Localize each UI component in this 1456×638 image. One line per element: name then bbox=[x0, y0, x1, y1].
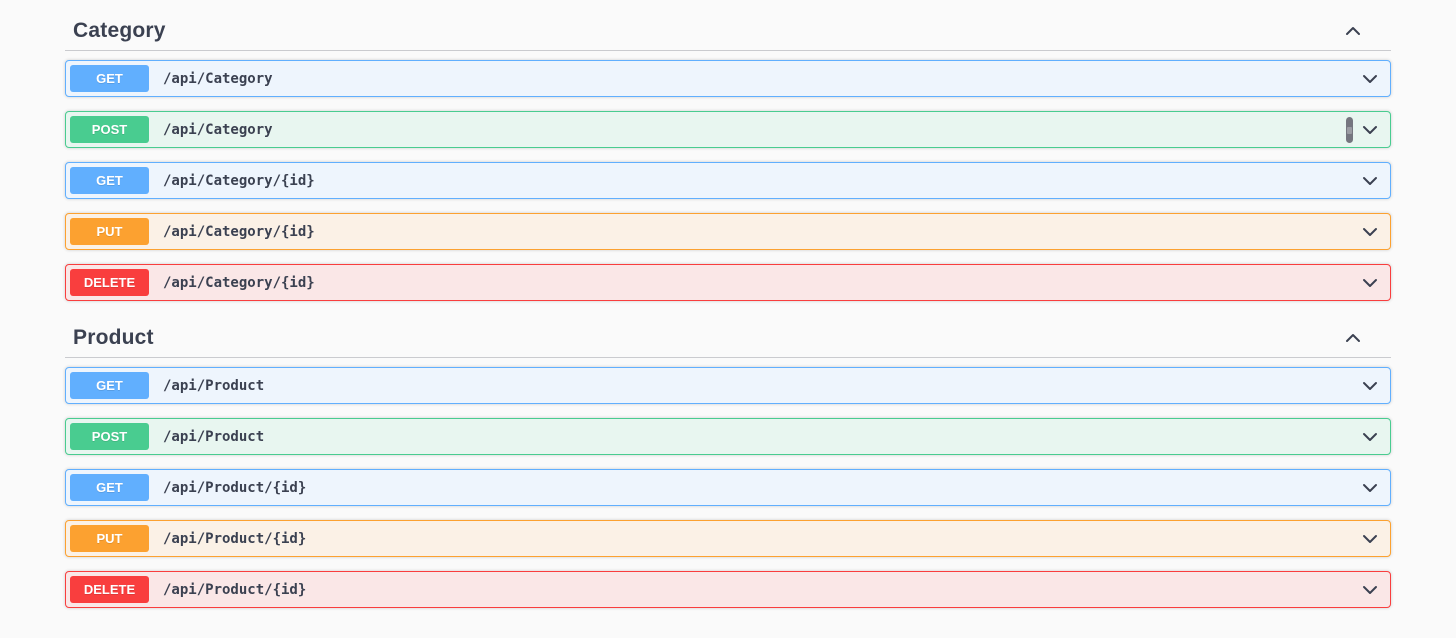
endpoint-path: /api/Category bbox=[163, 70, 273, 87]
endpoint-path: /api/Product/{id} bbox=[163, 581, 307, 598]
endpoint-path: /api/Product bbox=[163, 377, 265, 394]
method-badge: GET bbox=[70, 372, 149, 399]
api-docs-wrapper: Category GET /api/Category POST /api/Cat… bbox=[65, 0, 1391, 608]
section-title: Product bbox=[73, 326, 154, 349]
method-badge: GET bbox=[70, 65, 149, 92]
method-badge: GET bbox=[70, 167, 149, 194]
chevron-down-icon[interactable] bbox=[1360, 427, 1380, 447]
tag-section-header[interactable]: Category bbox=[65, 0, 1391, 51]
method-badge: PUT bbox=[70, 218, 149, 245]
chevron-down-icon[interactable] bbox=[1360, 478, 1380, 498]
chevron-down-icon[interactable] bbox=[1360, 273, 1380, 293]
endpoint-path: /api/Category bbox=[163, 121, 273, 138]
tag-section-category: Category GET /api/Category POST /api/Cat… bbox=[65, 0, 1391, 301]
chevron-up-icon[interactable] bbox=[1343, 21, 1363, 41]
operation-row[interactable]: POST /api/Category bbox=[65, 111, 1391, 148]
chevron-up-icon[interactable] bbox=[1343, 328, 1363, 348]
chevron-down-icon[interactable] bbox=[1360, 120, 1380, 140]
tag-section-header[interactable]: Product bbox=[65, 315, 1391, 358]
method-badge: POST bbox=[70, 423, 149, 450]
method-badge: DELETE bbox=[70, 269, 149, 296]
chevron-down-icon[interactable] bbox=[1360, 376, 1380, 396]
operation-row[interactable]: GET /api/Product/{id} bbox=[65, 469, 1391, 506]
operation-row[interactable]: PUT /api/Category/{id} bbox=[65, 213, 1391, 250]
endpoint-path: /api/Product/{id} bbox=[163, 479, 307, 496]
endpoint-path: /api/Category/{id} bbox=[163, 223, 315, 240]
endpoint-path: /api/Category/{id} bbox=[163, 172, 315, 189]
endpoint-path: /api/Product/{id} bbox=[163, 530, 307, 547]
text-cursor bbox=[1346, 116, 1353, 143]
chevron-down-icon[interactable] bbox=[1360, 580, 1380, 600]
chevron-down-icon[interactable] bbox=[1360, 171, 1380, 191]
operation-row[interactable]: PUT /api/Product/{id} bbox=[65, 520, 1391, 557]
chevron-down-icon[interactable] bbox=[1360, 529, 1380, 549]
operation-row[interactable]: GET /api/Category bbox=[65, 60, 1391, 97]
method-badge: PUT bbox=[70, 525, 149, 552]
operation-row[interactable]: POST /api/Product bbox=[65, 418, 1391, 455]
operation-row[interactable]: GET /api/Product bbox=[65, 367, 1391, 404]
operation-row[interactable]: DELETE /api/Category/{id} bbox=[65, 264, 1391, 301]
method-badge: GET bbox=[70, 474, 149, 501]
chevron-down-icon[interactable] bbox=[1360, 69, 1380, 89]
method-badge: POST bbox=[70, 116, 149, 143]
operation-row[interactable]: DELETE /api/Product/{id} bbox=[65, 571, 1391, 608]
operation-row[interactable]: GET /api/Category/{id} bbox=[65, 162, 1391, 199]
method-badge: DELETE bbox=[70, 576, 149, 603]
chevron-down-icon[interactable] bbox=[1360, 222, 1380, 242]
section-title: Category bbox=[73, 19, 166, 42]
tag-section-product: Product GET /api/Product POST /api/Produ… bbox=[65, 315, 1391, 608]
endpoint-path: /api/Product bbox=[163, 428, 265, 445]
endpoint-path: /api/Category/{id} bbox=[163, 274, 315, 291]
